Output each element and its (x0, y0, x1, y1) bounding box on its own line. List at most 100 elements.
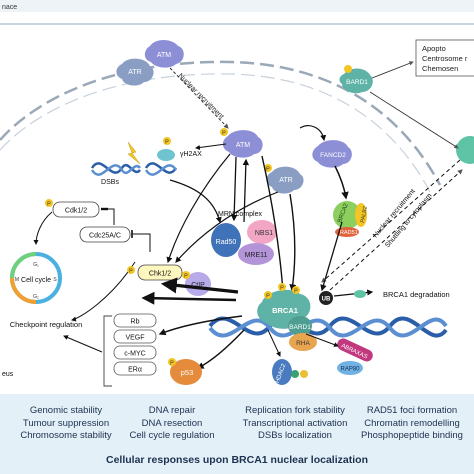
svg-text:RAP80: RAP80 (340, 367, 360, 373)
responses-column-3: Replication fork stability Transcription… (230, 405, 360, 443)
mre11-label: MRE11 (245, 252, 268, 259)
svg-text:p53: p53 (181, 368, 194, 377)
cmyc-box: c-MYC (113, 345, 157, 360)
cell-cycle-label: Cell cycle (21, 277, 51, 284)
svg-text:VEGF: VEGF (125, 335, 144, 342)
rha: RHA (289, 333, 317, 351)
phospho-ctip (182, 271, 190, 279)
outcomes-box (415, 39, 474, 77)
targets-to-checkpoint-arrow (63, 335, 103, 353)
brca1-to-targets-arrow (158, 315, 243, 336)
brca1-to-hdac2-arrow (267, 329, 281, 357)
atm-to-h2ax-arrow (195, 143, 227, 150)
mrn-complex: Rad50 NBS1 MRE11 (211, 220, 277, 265)
response-dsbs-localization: DSBs localization (258, 430, 332, 441)
mrn-to-atm-arrow (242, 158, 250, 223)
svg-text:Cdc25A/C: Cdc25A/C (89, 233, 121, 240)
svg-text:P: P (280, 286, 284, 292)
svg-text:RAD51: RAD51 (340, 230, 358, 236)
ub-tag: UB (319, 291, 333, 305)
vegf-box: VEGF (113, 329, 157, 344)
svg-text:ERα: ERα (128, 367, 142, 374)
bard1-top: BARD1 (339, 68, 373, 94)
dsb-dna-right (144, 162, 178, 176)
header-band (0, 0, 474, 12)
atr-mid: ATR (266, 166, 304, 194)
phospho-atr (264, 164, 272, 172)
brca1-to-chk-arrow (160, 277, 239, 294)
svg-text:Rb: Rb (131, 319, 140, 326)
apoptosis-label: Apopto (422, 44, 446, 53)
nucleus-label: eus (2, 371, 14, 378)
cdk12-box: Cdk1/2 (52, 201, 100, 218)
svg-text:FANCD2: FANCD2 (320, 152, 346, 159)
cdk-to-cell-cycle-arrow (33, 211, 53, 245)
nuclear-envelope-inner (0, 73, 431, 193)
svg-text:M: M (15, 277, 19, 283)
phospho-brca1-2 (278, 283, 286, 291)
svg-text:UB: UB (322, 297, 331, 303)
cdc25ac-box: Cdc25A/C (79, 226, 131, 243)
checkpoint-regulation-label: Checkpoint regulation (10, 320, 83, 329)
svg-text:G₂: G₂ (33, 294, 39, 300)
brca1-to-abraxas-arrow (305, 333, 339, 347)
atm-to-brca1-arrow (261, 155, 287, 294)
brca1-to-left-arrow (141, 291, 237, 305)
degradation-icon (354, 290, 366, 298)
header-corner-label: nace (2, 4, 17, 11)
phospho-atm (220, 128, 228, 136)
svg-text:Chk1/2: Chk1/2 (149, 271, 171, 278)
svg-text:BARD1: BARD1 (346, 79, 368, 86)
atm-to-chk-arrow (166, 153, 231, 264)
era-box: ERα (113, 361, 157, 376)
svg-text:P: P (222, 131, 226, 137)
chk-inhibits-cdc25 (132, 233, 151, 252)
response-replication-fork-stability: Replication fork stability (245, 405, 345, 416)
gamma-h2ax-label: γH2AX (180, 151, 202, 158)
ub-to-degradation-arrow (333, 289, 374, 297)
responses-column-2: DNA repair DNA resection Cell cycle regu… (112, 405, 232, 443)
brca1-to-p53-arrow (196, 329, 245, 369)
chemosensitivity-label: Chemosen (422, 64, 458, 73)
rb-box: Rb (113, 313, 157, 328)
dsb-to-mrn-arrow (169, 179, 222, 224)
svg-text:ATM: ATM (157, 52, 171, 59)
outcome-arrow (371, 61, 414, 79)
responses-title: Cellular responses upon BRCA1 nuclear lo… (106, 454, 368, 466)
response-rad51-foci-formation: RAD51 foci formation (366, 405, 458, 416)
fancd2-to-brca2-arrow (334, 165, 349, 200)
dna-helix (208, 316, 448, 338)
svg-text:Cdk1/2: Cdk1/2 (65, 208, 87, 215)
cell-cycle-icon: Cell cycle G₁ S G₂ M (10, 252, 62, 304)
shuttling-to-cytoplasm-arrow (329, 169, 463, 291)
response-dna-repair: DNA repair (148, 405, 196, 416)
response-transcriptional-activation: Transcriptional activation (242, 417, 348, 429)
phospho-brca1-3 (292, 286, 300, 294)
svg-text:PALB2: PALB2 (360, 206, 369, 224)
bard1-to-cytoplasm-arrow (369, 91, 459, 149)
phospho-h2ax (163, 137, 171, 145)
responses-column-1: Genomic stability Tumour suppression Chr… (6, 405, 126, 443)
response-chromosome-stability: Chromosome stability (20, 430, 112, 441)
mrn-complex-label: MRN complex (218, 211, 262, 218)
hdac2: HDAC2 (272, 359, 308, 385)
svg-text:S: S (53, 277, 57, 283)
brca1-degradation-label: BRCA1 degradation (383, 290, 450, 299)
nbs1-label: NBS1 (255, 230, 273, 237)
phospho-brca1-1 (264, 291, 272, 299)
atm-mid: ATM (222, 130, 263, 158)
response-dna-resection: DNA resection (141, 417, 203, 429)
p53: p53 (170, 359, 202, 385)
response-phosphopeptide-binding: Phosphopeptide binding (361, 430, 463, 441)
atm-top: ATM (144, 40, 184, 68)
chk12-box: Chk1/2 (137, 264, 183, 281)
svg-text:G₁: G₁ (33, 262, 39, 268)
chk-to-checkpoint-arrow (71, 261, 136, 322)
nuclear-recruitment-right-arrow (321, 159, 461, 283)
svg-text:P: P (47, 202, 51, 208)
svg-text:ATR: ATR (128, 69, 141, 76)
response-cell-cycle-regulation: Cell cycle regulation (129, 430, 215, 441)
dsbs-label: DSBs (101, 179, 119, 186)
bard1-mid: BARD1 (288, 316, 312, 336)
